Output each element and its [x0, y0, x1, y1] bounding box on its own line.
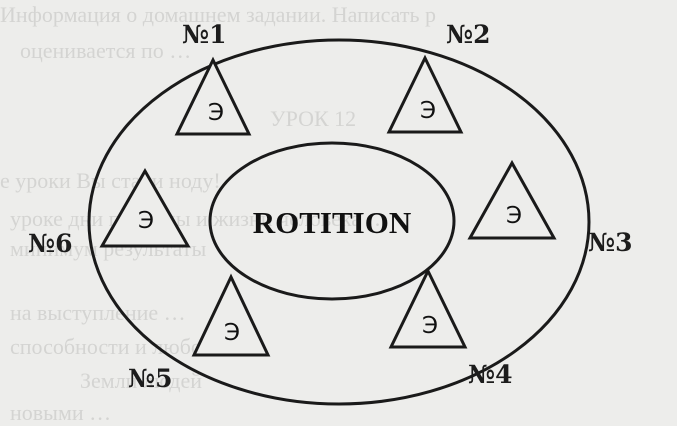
node-label-2: №2	[446, 20, 491, 49]
node-label-1: №1	[182, 20, 227, 49]
background-text-line: е уроки Вы стали ноду!	[0, 168, 221, 193]
triangle-letter: Э	[422, 313, 438, 339]
triangle-node-1: Э	[174, 56, 252, 136]
background-text-line: УРОК 12	[270, 106, 357, 131]
center-label: ROTITION	[253, 205, 411, 240]
background-text-line: оценивается по …	[20, 38, 192, 63]
background-text-line: уроке дни природы и жизни человека …	[10, 206, 389, 231]
triangle-letter: Э	[224, 320, 240, 346]
triangle-letter: Э	[138, 208, 154, 234]
node-label-4: №4	[468, 360, 513, 389]
triangle-node-6: Э	[99, 167, 191, 248]
triangle-letter: Э	[208, 100, 224, 126]
outer-ellipse	[87, 38, 591, 406]
triangle-node-3: Э	[467, 159, 557, 240]
background-text-line: новыми …	[10, 400, 112, 425]
triangle-letter: Э	[420, 98, 436, 124]
background-text-line: Земли людей	[80, 368, 202, 393]
triangle-letter: Э	[506, 203, 522, 229]
node-label-5: №5	[128, 364, 173, 393]
triangle-node-4: Э	[388, 267, 468, 349]
triangle-node-2: Э	[386, 54, 464, 134]
node-label-3: №3	[588, 228, 633, 257]
background-text-line: на выступление …	[10, 300, 186, 325]
node-label-6: №6	[28, 229, 73, 258]
background-text-line: Информация о домашнем задании. Написать …	[0, 2, 437, 27]
triangle-node-5: Э	[191, 273, 271, 357]
inner-ellipse	[208, 141, 456, 301]
